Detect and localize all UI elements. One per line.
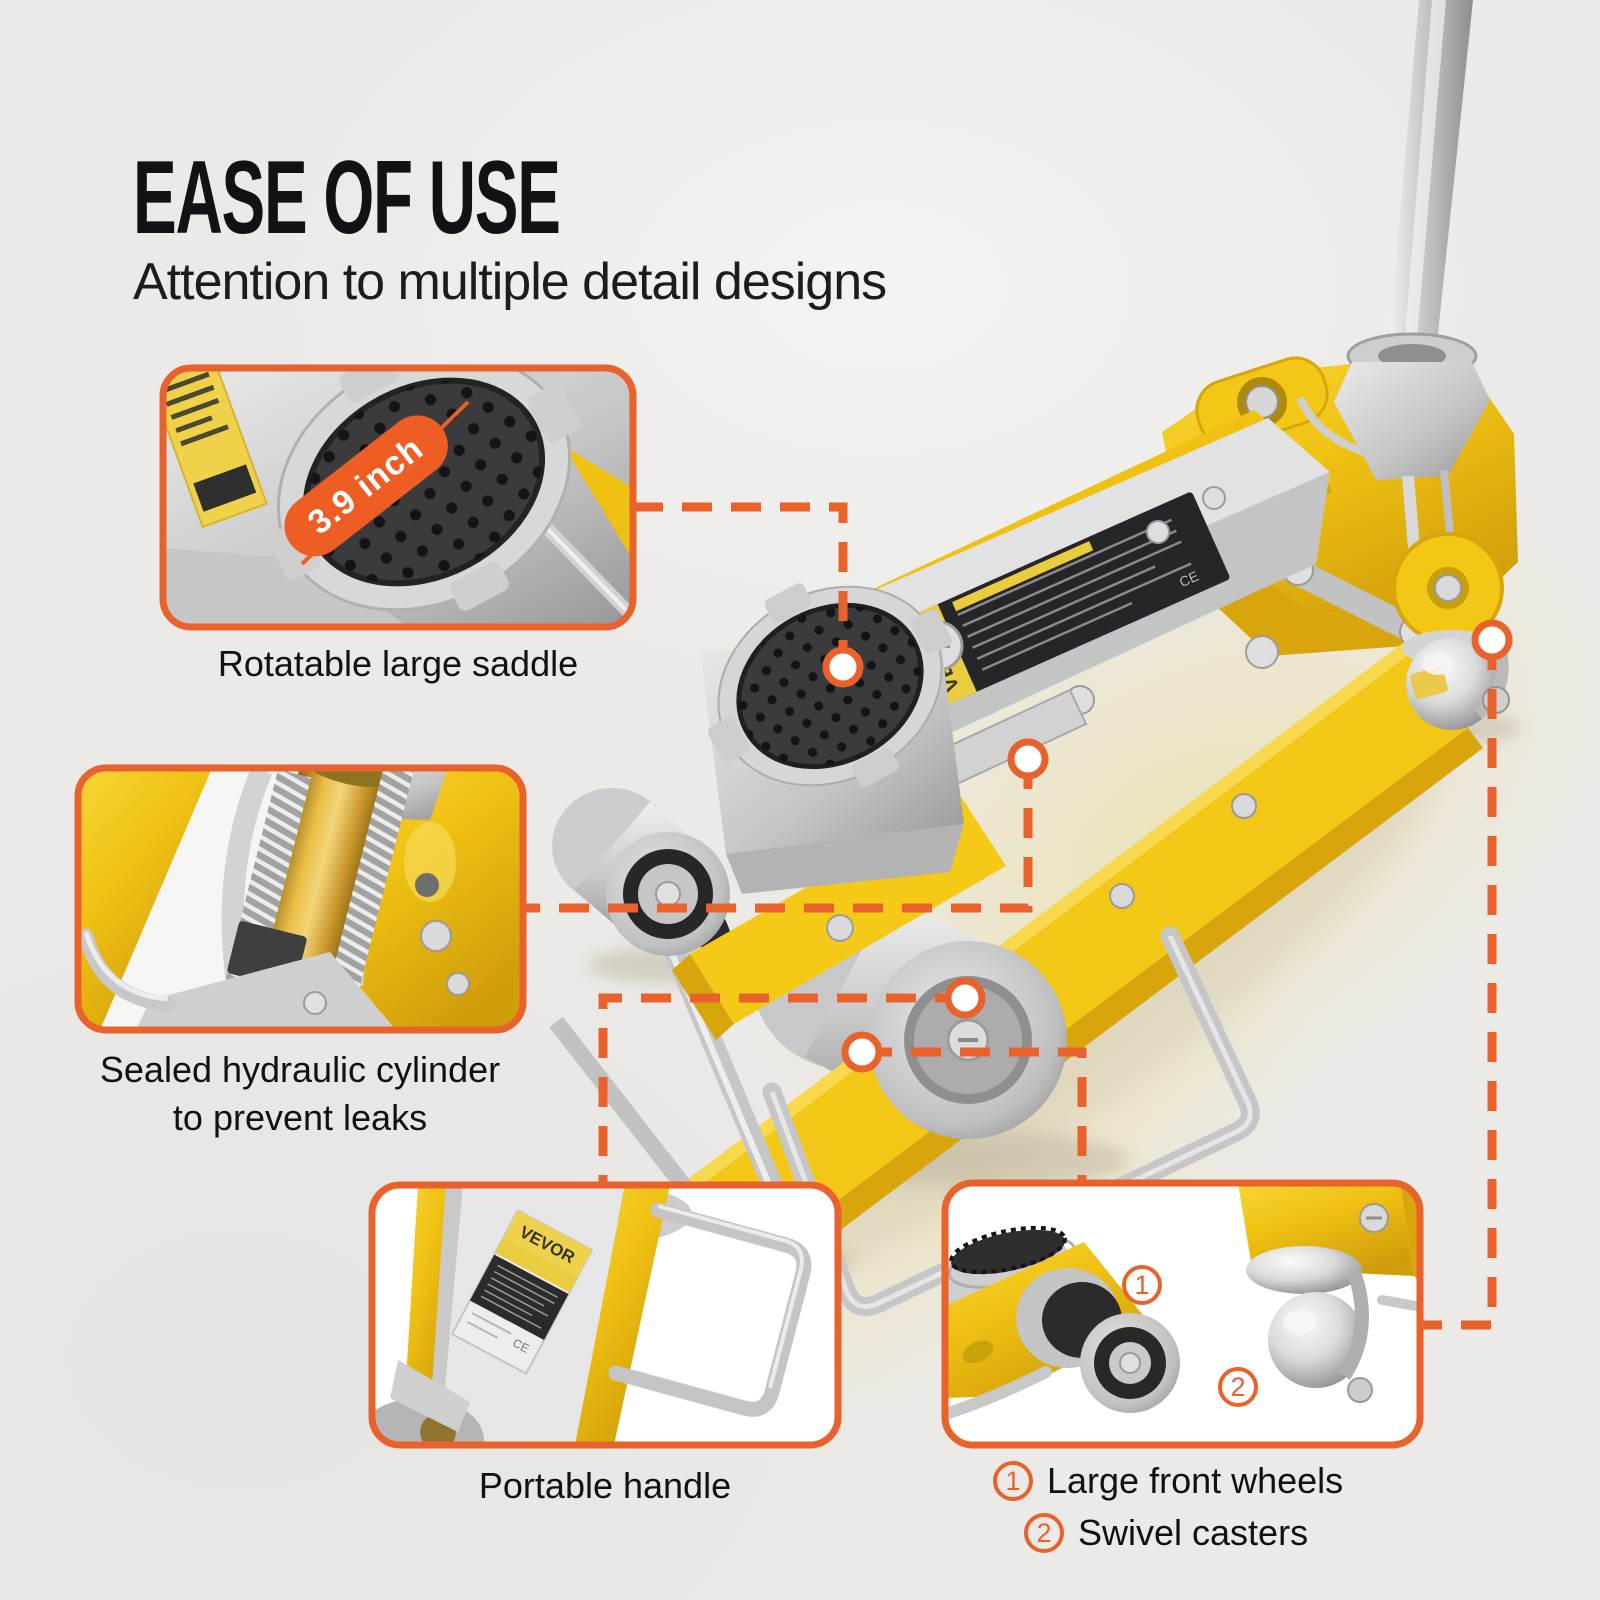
saddle-assembly (700, 583, 964, 894)
connector-saddle (633, 502, 848, 667)
caption-portable-handle: Portable handle (478, 1465, 732, 1506)
inset4-marker-1: 1 (1122, 1265, 1162, 1305)
floor-jack-photo: VEVOR CE (549, 0, 1518, 1316)
number-1-icon: 1 (993, 1461, 1033, 1501)
callout-inset-wheels (941, 1179, 1424, 1449)
callout-inset-cylinder (74, 764, 527, 1034)
inset4-swivel-caster (1246, 1246, 1373, 1403)
caption-sealed-cylinder: Sealed hydraulic cylinder to prevent lea… (100, 1046, 500, 1142)
marker-saddle (822, 646, 864, 688)
caption-sealed-cylinder-line2: to prevent leaks (172, 1097, 428, 1138)
marker-cylinder (1007, 738, 1049, 780)
front-wheel (552, 788, 733, 957)
return-spring-right (330, 768, 414, 989)
page-subtitle: Attention to multiple detail designs (133, 253, 887, 311)
pump-handle-rod (1346, 0, 1478, 380)
caption-sealed-cylinder-line1: Sealed hydraulic cylinder (99, 1049, 501, 1090)
caption-large-front-wheels: 1 Large front wheels (993, 1460, 1343, 1502)
inset4-border (941, 1179, 1424, 1449)
caption-swivel-casters: 2 Swivel casters (1024, 1512, 1308, 1554)
inset1-border (159, 364, 637, 631)
callout-inset-handle: VEVOR CE (368, 1181, 842, 1449)
svg-text:CE: CE (1177, 568, 1201, 591)
rear-roller-face (869, 941, 1067, 1139)
inset4-front-wheel (1080, 1313, 1180, 1413)
caption-large-front-wheels-label: Large front wheels (1047, 1460, 1344, 1501)
inset2-border (74, 764, 527, 1034)
connector-handle (598, 993, 965, 1185)
caption-rotatable-saddle: Rotatable large saddle (217, 643, 579, 684)
inset3-handle-loop (608, 1202, 812, 1417)
connector-front-wheel (862, 1047, 1087, 1183)
callout-point-markers (822, 619, 1513, 1073)
marker-caster (1471, 619, 1513, 661)
inset3-spec-label: VEVOR CE (450, 1209, 594, 1375)
marker-front-wheel (841, 1031, 883, 1073)
inset1-brand-sticker (163, 368, 268, 529)
callout-connectors (523, 502, 1497, 1330)
callout-inset-saddle (159, 364, 637, 631)
caption-swivel-casters-label: Swivel casters (1078, 1512, 1309, 1553)
svg-text:CE: CE (510, 1336, 531, 1356)
connector-cylinder (523, 759, 1033, 913)
inset4-marker-2: 2 (1218, 1367, 1258, 1407)
page-title: EASE OF USE (133, 140, 561, 256)
marker-handle (944, 977, 986, 1019)
number-2-icon: 2 (1024, 1513, 1064, 1553)
